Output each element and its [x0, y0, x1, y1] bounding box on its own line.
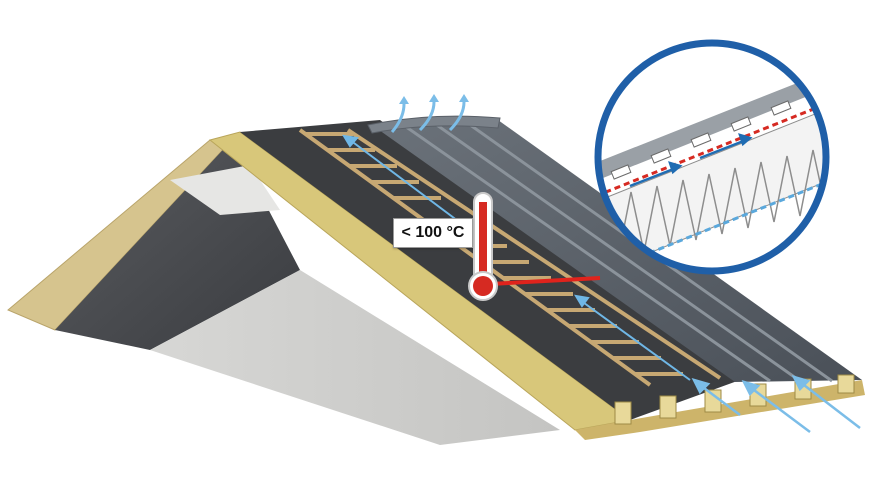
rafter-ends: [614, 374, 855, 425]
heat-line: [489, 276, 601, 286]
gable-flashing: [170, 165, 280, 215]
outflow-arrow-heads: [399, 94, 469, 104]
detail-inset: [594, 39, 830, 275]
thermometer-icon: [468, 192, 498, 301]
airflow-lines: [342, 134, 691, 381]
outflow-arrows: [390, 101, 466, 133]
temperature-label: < 100 °C: [393, 218, 473, 248]
underside-board: [150, 270, 560, 445]
inflow-arrows: [691, 375, 861, 433]
